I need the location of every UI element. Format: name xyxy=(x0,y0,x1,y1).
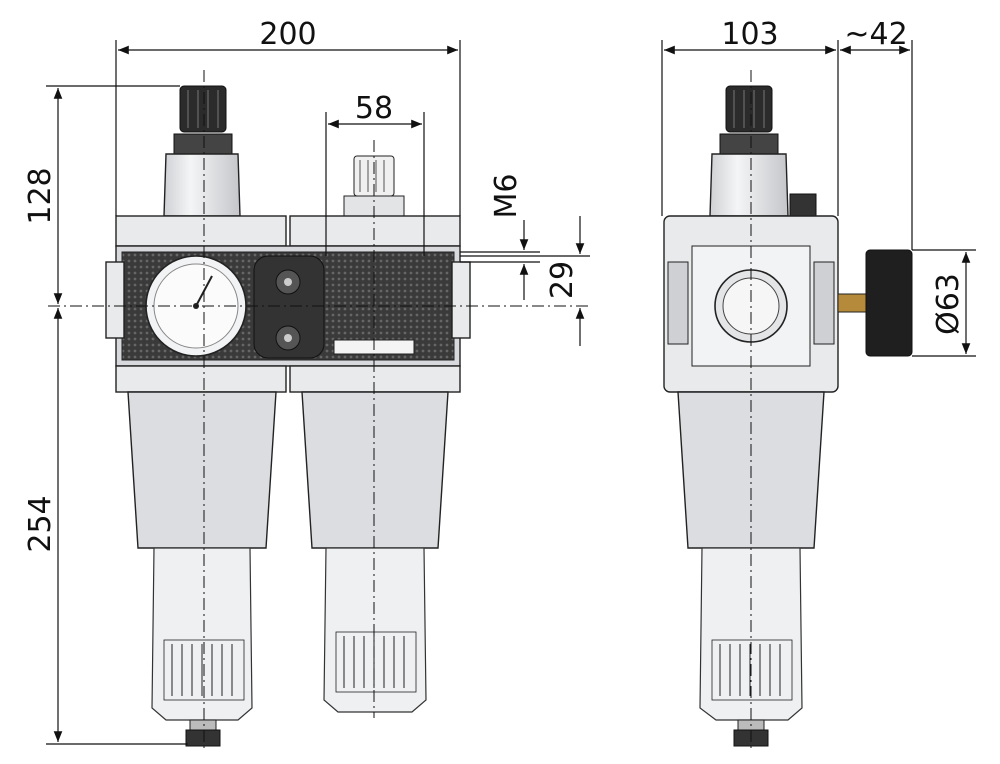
adjustment-knob-icon xyxy=(173,85,233,155)
dim-gauge-protrusion: ~42 xyxy=(844,17,907,52)
dim-side-width: 103 xyxy=(721,17,778,52)
dim-height-lower: 254 xyxy=(23,495,58,552)
dimension-labels: 200 58 128 254 M6 29 103 ~42 Ø63 xyxy=(23,17,966,553)
side-view xyxy=(663,70,913,752)
dim-spacing: 58 xyxy=(355,91,393,126)
dim-gauge-diameter: Ø63 xyxy=(931,273,966,335)
dim-thread: M6 xyxy=(489,174,524,219)
dim-height-upper: 128 xyxy=(23,167,58,224)
bowl-grip xyxy=(335,631,417,693)
front-view xyxy=(48,70,590,752)
bowl-grip xyxy=(163,639,245,701)
dimension-lines xyxy=(46,40,976,745)
dim-mount-height: 29 xyxy=(545,261,580,299)
dim-width-total: 200 xyxy=(259,17,316,52)
